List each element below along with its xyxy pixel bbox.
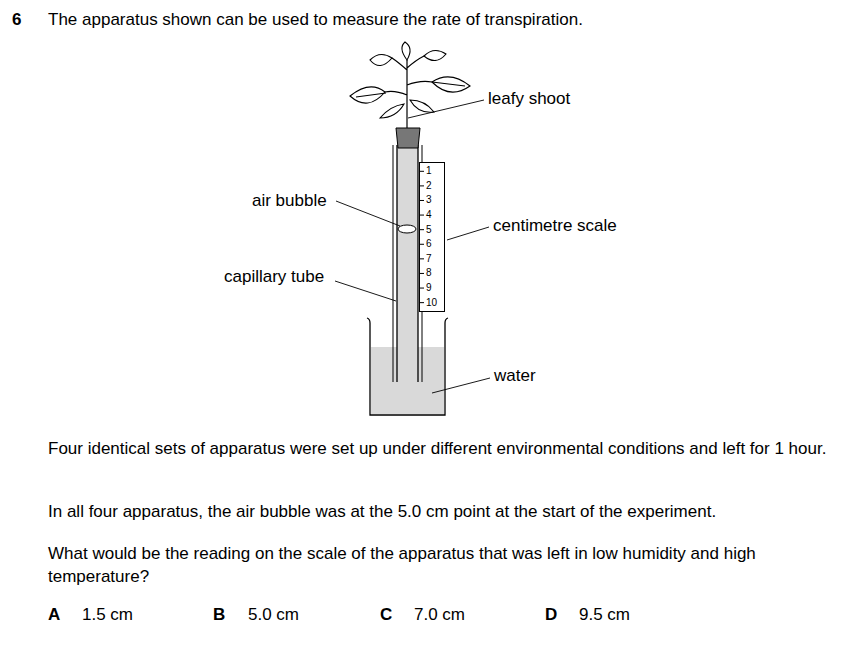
scale-number: 1 [420, 164, 444, 179]
part-label: water [494, 364, 536, 387]
scale-tick [420, 258, 424, 259]
scale-number: 4 [420, 208, 444, 223]
scale-tick [420, 185, 424, 186]
question-text: Four identical sets of apparatus were se… [48, 437, 848, 460]
scale-tick [420, 200, 424, 201]
leaf [410, 100, 434, 112]
question-number: 6 [12, 8, 21, 31]
leader-line [432, 378, 490, 393]
scale-number: 3 [420, 193, 444, 208]
leaf-vein [356, 93, 386, 97]
option-letter: A [48, 603, 60, 626]
scale-ticks [420, 163, 425, 313]
tube-wall [396, 145, 397, 382]
leader-line [336, 201, 400, 226]
leaf [370, 54, 392, 65]
option-letter: D [545, 603, 557, 626]
scale-tick [420, 288, 424, 289]
part-label: capillary tube [224, 265, 324, 288]
part-label: leafy shoot [488, 87, 570, 110]
tube-lumen [397, 145, 418, 382]
leaf [424, 50, 446, 60]
question-text: In all four apparatus, the air bubble wa… [48, 500, 848, 523]
scale-tick [420, 273, 424, 274]
leaf [402, 42, 410, 60]
part-label: air bubble [252, 189, 327, 212]
scale-tick [420, 215, 424, 216]
leader-line [447, 227, 489, 240]
leader-line [408, 100, 484, 118]
leaf [432, 77, 470, 92]
question-text: What would be the reading on the scale o… [48, 542, 848, 588]
question-text: The apparatus shown can be used to measu… [48, 8, 583, 31]
scale-tick [420, 244, 424, 245]
leaf [380, 104, 404, 118]
scale-number: 8 [420, 266, 444, 281]
scale-number: 6 [420, 237, 444, 252]
scale-tick [420, 302, 424, 303]
scale-tick [420, 229, 424, 230]
leader-line [335, 281, 396, 301]
option-value: 1.5 cm [82, 603, 133, 626]
air-bubble [398, 225, 416, 233]
leaf-vein [432, 82, 465, 86]
stem [385, 56, 432, 128]
scale-number: 5 [420, 222, 444, 237]
scale-number: 7 [420, 252, 444, 267]
scale-number: 9 [420, 281, 444, 296]
scale-tick [420, 171, 424, 172]
option-value: 7.0 cm [414, 603, 465, 626]
option-letter: C [380, 603, 392, 626]
part-label: centimetre scale [493, 214, 617, 237]
option-value: 5.0 cm [248, 603, 299, 626]
leaf [350, 87, 385, 103]
scale-number: 10 [420, 295, 444, 310]
option-value: 9.5 cm [579, 603, 630, 626]
centimetre-scale: 12345678910 [419, 162, 445, 312]
scale-number: 2 [420, 179, 444, 194]
option-letter: B [213, 603, 225, 626]
tube-wall [393, 145, 394, 382]
stopper [396, 128, 420, 148]
